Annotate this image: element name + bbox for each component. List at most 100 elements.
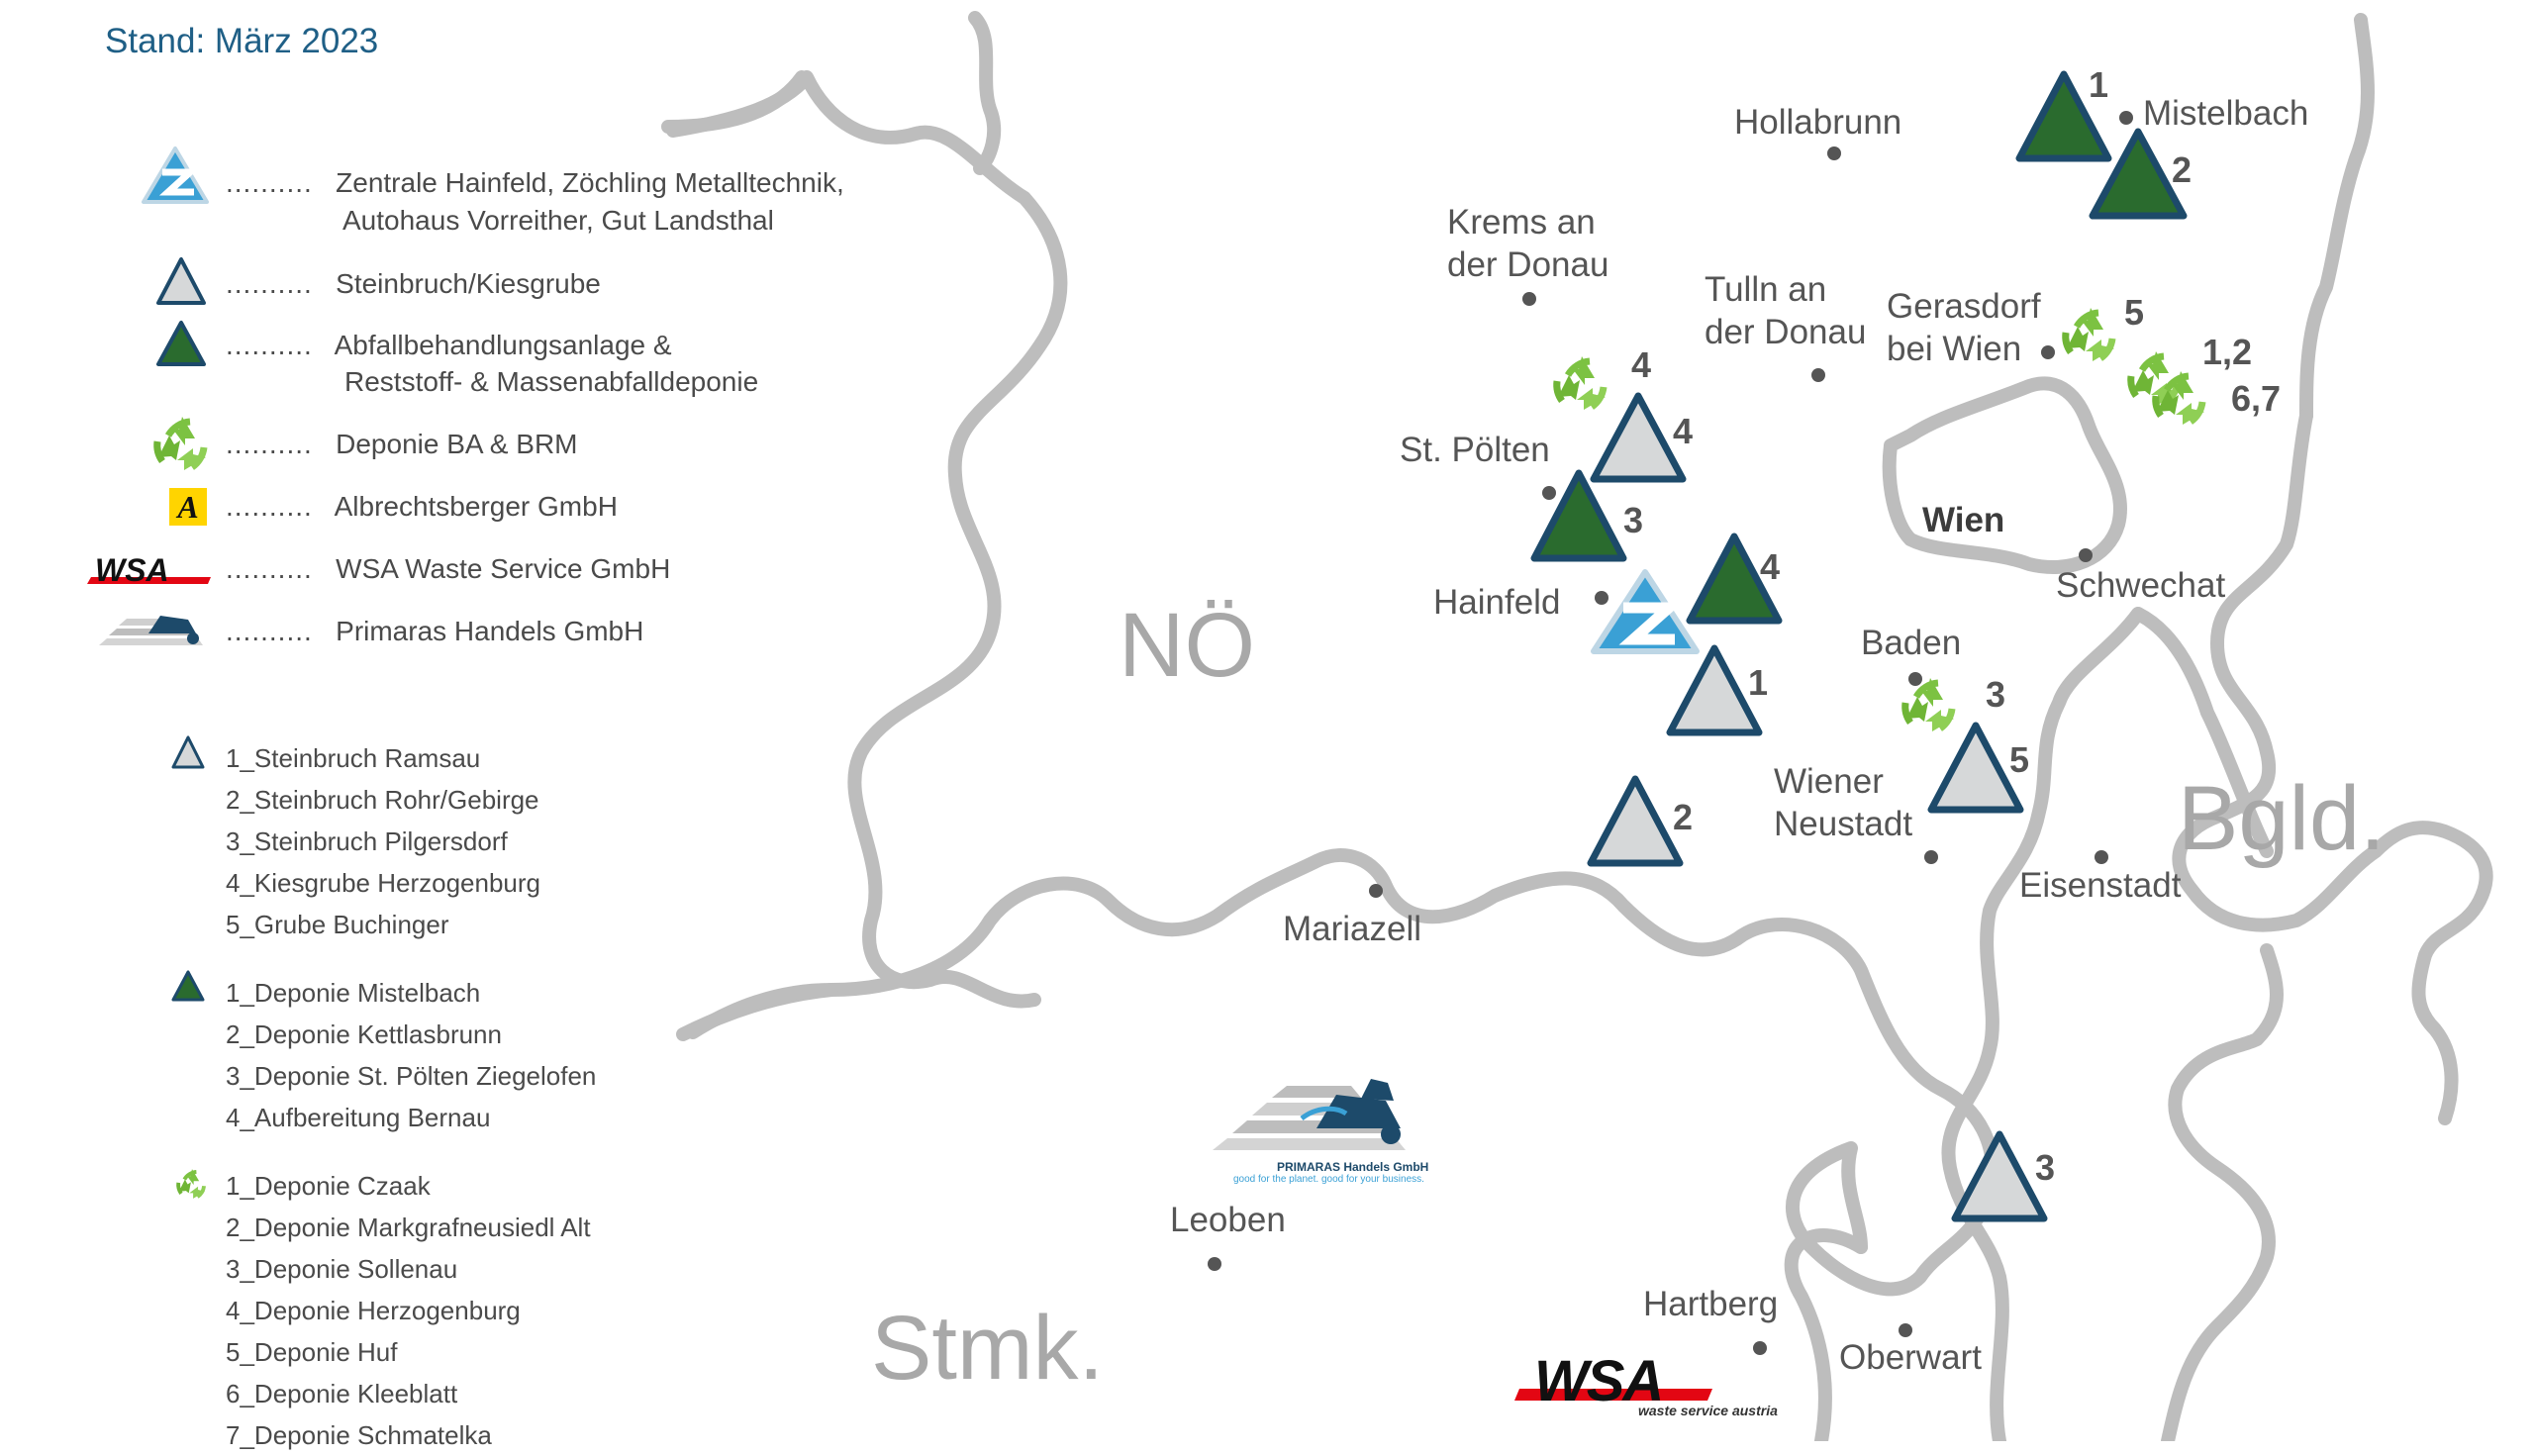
legend-dots: .......... xyxy=(226,268,313,299)
list-item: 1_Deponie Czaak xyxy=(226,1171,431,1201)
city-label-krems: Krems an der Donau xyxy=(1447,201,1608,286)
marker-number: 3 xyxy=(1986,674,2006,715)
steinbruch-list: 1_Steinbruch Ramsau 2_Steinbruch Rohr/Ge… xyxy=(226,737,540,945)
city-label-gerasdorf: Gerasdorf bei Wien xyxy=(1887,285,2041,370)
city-label-hainfeld: Hainfeld xyxy=(1433,583,1561,622)
border-burgenland xyxy=(1941,607,2145,1441)
albrechtsberger-logo: A xyxy=(169,488,207,526)
list-item: 5_Deponie Huf xyxy=(226,1337,398,1367)
list-item: 5_Grube Buchinger xyxy=(226,910,449,939)
stand-date: Stand: März 2023 xyxy=(105,22,379,60)
list-abfall-triangle-icon xyxy=(171,970,205,1002)
marker-number: 1,2 xyxy=(2202,332,2253,372)
list-item: 2_Deponie Markgrafneusiedl Alt xyxy=(226,1213,591,1242)
border-noe-bottom-left xyxy=(686,983,838,1039)
city-dot xyxy=(1753,1341,1767,1355)
stone-triangle-icon xyxy=(1951,1130,2048,1222)
city-label-leoben: Leoben xyxy=(1170,1201,1286,1239)
border-bgld-east xyxy=(2131,607,2274,858)
city-label-line: der Donau xyxy=(1705,313,1867,351)
marker-number: 5 xyxy=(2124,292,2145,333)
marker-number: 1 xyxy=(2089,64,2109,105)
legend-abfall-line2: Reststoff- & Massenabfalldeponie xyxy=(344,366,759,397)
border-west xyxy=(968,11,1002,175)
city-label-line: Neustadt xyxy=(1774,805,1913,843)
legend-row-primaras: .......... Primaras Handels GmbH xyxy=(226,613,643,649)
legend-steinbruch-label: Steinbruch/Kiesgrube xyxy=(336,268,601,299)
city-dot xyxy=(1542,486,1556,500)
stone-triangle-icon xyxy=(1590,392,1687,483)
legend-abfall-line1: Abfallbehandlungsanlage & xyxy=(334,330,672,360)
legend-dots: .......... xyxy=(226,167,313,198)
list-item: 3_Deponie Sollenau xyxy=(226,1254,458,1284)
city-dot xyxy=(1208,1257,1221,1271)
list-item: 2_Steinbruch Rohr/Gebirge xyxy=(226,785,539,815)
legend-row-steinbruch: .......... Steinbruch/Kiesgrube xyxy=(226,265,601,302)
list-item: 3_Deponie St. Pölten Ziegelofen xyxy=(226,1061,597,1091)
legend-row-deponie: .......... Deponie BA & BRM xyxy=(226,426,577,462)
primaras-logo-caption: PRIMARAS Handels GmbH xyxy=(1277,1160,1429,1174)
legend-row-wsa: .......... WSA Waste Service GmbH xyxy=(226,550,670,587)
list-item: 4_Aufbereitung Bernau xyxy=(226,1103,491,1132)
city-label-stpoelten: St. Pölten xyxy=(1400,431,1550,469)
border-east-upper xyxy=(2299,13,2375,423)
list-item: 2_Deponie Kettlasbrunn xyxy=(226,1019,502,1049)
region-label-noe: NÖ xyxy=(1119,595,1255,696)
marker-number: 3 xyxy=(1623,500,1644,540)
marker-number: 1 xyxy=(1748,662,1769,703)
marker-number: 2 xyxy=(1673,797,1694,837)
city-label-baden: Baden xyxy=(1861,624,1962,662)
city-label-hartberg: Hartberg xyxy=(1643,1285,1779,1323)
list-item: 4_Kiesgrube Herzogenburg xyxy=(226,868,540,898)
legend-row-abfall: .......... Abfallbehandlungsanlage & xyxy=(226,327,672,363)
city-dot xyxy=(1908,672,1922,686)
city-dot xyxy=(2041,345,2055,359)
zentrale-icon xyxy=(1591,569,1700,654)
legend-dots: .......... xyxy=(226,491,313,522)
wsa-logo-subtitle: waste service austria xyxy=(1638,1403,1778,1418)
legend-wsa-logo xyxy=(87,577,211,584)
border-south-west xyxy=(676,848,1999,1297)
stone-triangle-icon xyxy=(1587,775,1684,867)
city-dot xyxy=(1811,368,1825,382)
list-item: 1_Deponie Mistelbach xyxy=(226,978,481,1008)
legend-dots: .......... xyxy=(226,616,313,646)
list-item: 6_Deponie Kleeblatt xyxy=(226,1379,458,1408)
marker-number: 4 xyxy=(1760,546,1781,587)
region-label-stmk: Stmk. xyxy=(871,1298,1105,1399)
legend-primaras-label: Primaras Handels GmbH xyxy=(336,616,644,646)
city-label-schwechat: Schwechat xyxy=(2056,566,2226,605)
marker-number: 4 xyxy=(1631,344,1652,385)
city-label-line: Wiener xyxy=(1774,762,1884,801)
city-label-line: bei Wien xyxy=(1887,330,2022,368)
city-dot xyxy=(2095,850,2108,864)
marker-number: 5 xyxy=(2009,739,2030,780)
border-south xyxy=(1784,1228,1868,1441)
recycle-icon xyxy=(157,417,206,470)
deponie-list: 1_Deponie Czaak 2_Deponie Markgrafneusie… xyxy=(226,1165,591,1456)
abfall-triangle-icon xyxy=(2089,128,2188,220)
border-north-west xyxy=(666,70,1068,1009)
legend-wsa-logo-text: WSA xyxy=(95,552,169,588)
legend-deponie-label: Deponie BA & BRM xyxy=(336,429,578,459)
border-south-east xyxy=(2161,943,2284,1441)
legend-zentrale-line1: Zentrale Hainfeld, Zöchling Metalltechni… xyxy=(336,167,844,198)
abfall-triangle-icon xyxy=(1686,533,1783,625)
legend-primaras-logo xyxy=(99,616,203,645)
city-dot xyxy=(2119,111,2133,125)
marker-number: 3 xyxy=(2035,1147,2056,1188)
city-dot xyxy=(1595,591,1608,605)
city-dot xyxy=(1522,292,1536,306)
marker-number: 4 xyxy=(1673,411,1694,451)
city-label-mistelbach: Mistelbach xyxy=(2143,94,2309,133)
city-dot xyxy=(1899,1323,1912,1337)
legend-row-albrecht: .......... Albrechtsberger GmbH xyxy=(226,488,618,525)
region-label-bgld: Bgld. xyxy=(2178,768,2386,869)
legend-albrecht-label: Albrechtsberger GmbH xyxy=(334,491,618,522)
marker-number: 6,7 xyxy=(2231,378,2282,419)
city-label-mariazell: Mariazell xyxy=(1283,910,1422,948)
list-item: 7_Deponie Schmatelka xyxy=(226,1420,492,1450)
city-dot xyxy=(2079,548,2093,562)
stone-triangle-icon xyxy=(1666,644,1763,736)
